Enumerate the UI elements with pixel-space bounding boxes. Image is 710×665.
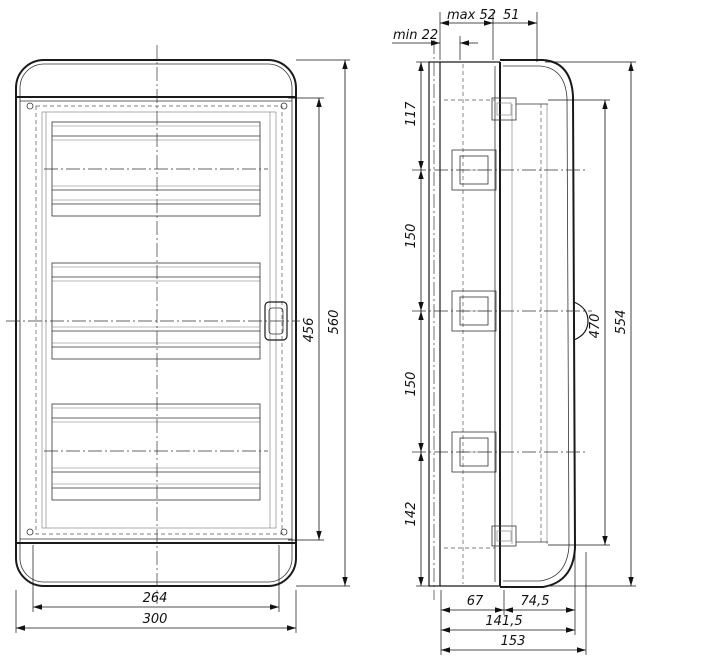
- enclosure-outer-outline: [15, 59, 297, 587]
- dimension-width-outer: 300: [15, 590, 297, 633]
- side-door-handle: [573, 301, 589, 341]
- screw-bottom-right: [280, 528, 288, 536]
- enclosure-inner-outline: [19, 63, 293, 583]
- dimension-side-height: 554: [545, 61, 636, 587]
- dim-label-117: 117: [404, 101, 419, 127]
- dim-label-141-5: 141,5: [485, 614, 522, 629]
- hinge-top: [491, 97, 548, 121]
- dim-label-150-a: 150: [404, 224, 419, 249]
- dim-label-456: 456: [302, 318, 317, 343]
- screw-bottom-left: [26, 528, 34, 536]
- door-inner-outline: [503, 65, 570, 582]
- dim-label-67: 67: [467, 594, 484, 609]
- front-view: 560 456 264 300: [6, 45, 350, 633]
- dimension-top: max 52 51 min 22: [392, 8, 538, 62]
- dim-label-51: 51: [503, 8, 520, 23]
- dimension-rail-spacing: 117 150 150 142: [404, 61, 430, 587]
- dim-label-min-22: min 22: [393, 28, 438, 43]
- dim-label-554: 554: [614, 310, 629, 335]
- dim-label-264: 264: [143, 591, 168, 606]
- dim-label-470: 470: [588, 314, 603, 339]
- rear-wall: [428, 61, 441, 587]
- module-row-2: [51, 262, 261, 360]
- dim-label-142: 142: [404, 502, 419, 527]
- dimension-height-outer: 560: [296, 59, 350, 587]
- module-row-3: [44, 403, 268, 501]
- dimension-width-inner: 264: [32, 545, 280, 612]
- side-view: 117 150 150 142 470 554 max 52 51: [392, 8, 636, 655]
- dimension-height-inner: 456: [288, 97, 324, 541]
- dim-label-max-52: max 52: [447, 8, 496, 23]
- dim-label-300: 300: [143, 612, 168, 627]
- door-frame-dashed: [35, 105, 283, 535]
- module-row-1: [44, 121, 268, 217]
- dim-label-153: 153: [501, 634, 526, 649]
- door-outline: [500, 59, 577, 588]
- dimension-door-height: 470: [548, 99, 610, 546]
- hinge-bottom: [491, 525, 548, 547]
- dim-label-560: 560: [327, 310, 342, 335]
- dim-label-74-5: 74,5: [521, 594, 550, 609]
- screw-top-left: [26, 102, 34, 110]
- dim-label-150-b: 150: [404, 372, 419, 397]
- inner-panel: [41, 111, 277, 529]
- dimension-bottom: 67 74,5 141,5 153: [440, 552, 587, 655]
